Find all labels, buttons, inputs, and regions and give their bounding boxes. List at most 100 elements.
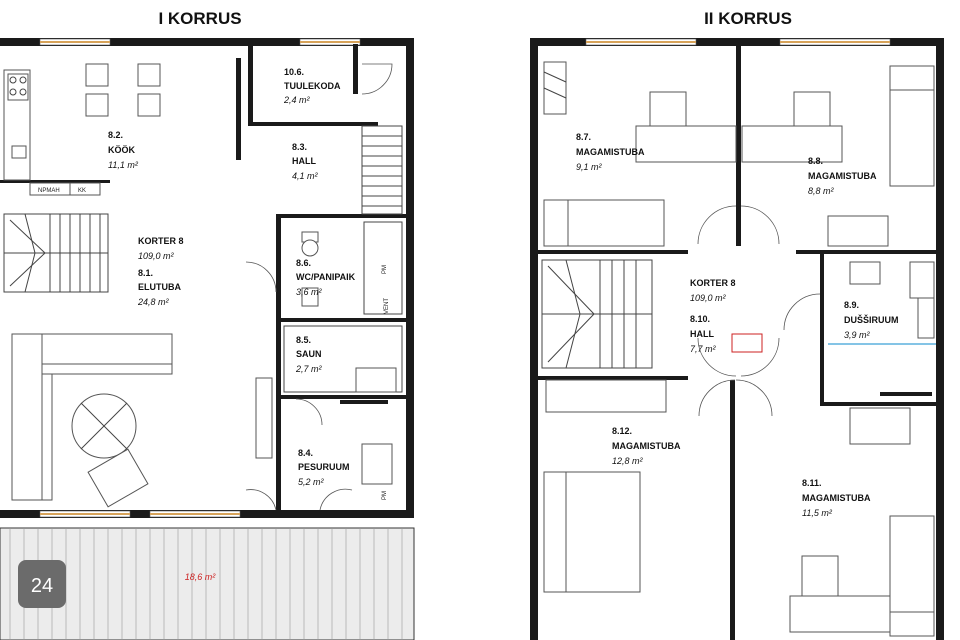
- svg-text:2,7 m²: 2,7 m²: [295, 364, 323, 374]
- svg-text:ELUTUBA: ELUTUBA: [138, 282, 181, 292]
- svg-text:12,8 m²: 12,8 m²: [612, 456, 644, 466]
- sink: [11, 145, 27, 159]
- svg-text:HALL: HALL: [690, 329, 714, 339]
- desk: [741, 125, 843, 163]
- wc-door: [245, 261, 277, 293]
- svg-text:SAUN: SAUN: [296, 349, 322, 359]
- svg-text:HALL: HALL: [292, 156, 316, 166]
- door: [697, 205, 737, 245]
- svg-text:11,1 m²: 11,1 m²: [108, 160, 139, 170]
- room-label-magamistuba-811: 8.11. MAGAMISTUBA 11,5 m²: [802, 478, 871, 518]
- label-pm: PM: [382, 265, 388, 274]
- floor1-interior-wall: [236, 58, 241, 160]
- washroom-door: [245, 489, 277, 511]
- floor1-stair-hall: [361, 125, 403, 215]
- label-npmah: NPMAH: [38, 188, 60, 194]
- washroom-sink: [361, 443, 393, 485]
- floor2-stair: [541, 259, 653, 369]
- floor2-plan: 8.7. MAGAMISTUBA 9,1 m² 8.8. MAGAMISTUBA…: [530, 38, 944, 640]
- svg-text:8.9.: 8.9.: [844, 300, 859, 310]
- room-label-wc: 8.6. WC/PANIPAIK 3,6 m²: [296, 258, 356, 297]
- wardrobe: [827, 215, 889, 247]
- svg-text:2,4 m²: 2,4 m²: [283, 95, 311, 105]
- floor1-wall-right: [406, 38, 414, 518]
- svg-text:4,1 m²: 4,1 m²: [292, 171, 319, 181]
- svg-text:8.1.: 8.1.: [138, 268, 153, 278]
- svg-text:PM: PM: [382, 491, 388, 500]
- room-label-pesuruum: 8.4. PESURUUM 5,2 m²: [298, 448, 350, 487]
- svg-text:8.4.: 8.4.: [298, 448, 313, 458]
- wardrobe: [545, 379, 667, 413]
- desk: [789, 595, 891, 633]
- svg-text:5,2 m²: 5,2 m²: [298, 477, 325, 487]
- floor2-interior-wall: [736, 46, 741, 246]
- svg-text:8.7.: 8.7.: [576, 132, 591, 142]
- room-label-magamistuba-87: 8.7. MAGAMISTUBA 9,1 m²: [576, 132, 645, 172]
- floor1-wall-top: [0, 38, 414, 46]
- floor1-title: I KORRUS: [158, 9, 241, 28]
- svg-text:KORTER 8: KORTER 8: [138, 236, 184, 246]
- chair: [85, 93, 109, 117]
- svg-text:109,0 m²: 109,0 m²: [690, 293, 727, 303]
- svg-text:8.5.: 8.5.: [296, 335, 311, 345]
- room-label-kook: 8.2. KÖÖK 11,1 m²: [108, 130, 139, 170]
- label-kk: KK: [78, 188, 86, 194]
- desk-chair: [801, 555, 839, 597]
- terrace-area: 18,6 m²: [185, 572, 217, 582]
- svg-text:109,0 m²: 109,0 m²: [138, 251, 175, 261]
- floor2-wall-top: [530, 38, 944, 46]
- chair: [137, 63, 161, 87]
- sofa: [11, 333, 173, 501]
- svg-text:8.10.: 8.10.: [690, 314, 710, 324]
- svg-text:MAGAMISTUBA: MAGAMISTUBA: [802, 493, 871, 503]
- toilet: [909, 261, 935, 299]
- room-label-elutuba: 8.1. ELUTUBA 24,8 m²: [137, 268, 181, 307]
- svg-text:3,6 m²: 3,6 m²: [296, 287, 323, 297]
- floor1-plan: NPMAH KK: [0, 38, 415, 640]
- svg-text:8.2.: 8.2.: [108, 130, 123, 140]
- site-logo: [18, 560, 66, 608]
- floor2-title: II KORRUS: [704, 9, 792, 28]
- room-label-tuulekoda: 10.6. TUULEKODA 2,4 m²: [283, 67, 341, 105]
- svg-text:8.12.: 8.12.: [612, 426, 632, 436]
- room-label-hall-1: 8.3. HALL 4,1 m²: [292, 142, 319, 181]
- stove: [7, 73, 29, 101]
- site-logo-text: 24: [31, 575, 53, 597]
- svg-text:10.6.: 10.6.: [284, 67, 304, 77]
- entrance-door: [361, 63, 393, 95]
- room-label-dussiruum: 8.9. DUŠŠIRUUM 3,9 m²: [844, 300, 899, 340]
- label-vent: VENT: [384, 298, 390, 314]
- room-label-saun: 8.5. SAUN 2,7 m²: [295, 335, 323, 374]
- wc-sink: [301, 287, 319, 307]
- svg-text:8.3.: 8.3.: [292, 142, 307, 152]
- svg-text:WC/PANIPAIK: WC/PANIPAIK: [296, 272, 356, 282]
- svg-text:7,7 m²: 7,7 m²: [690, 344, 717, 354]
- wardrobe: [543, 61, 567, 115]
- svg-text:11,5 m²: 11,5 m²: [802, 508, 833, 518]
- room-label-magamistuba-88: 8.8. MAGAMISTUBA 8,8 m²: [808, 156, 877, 196]
- floor2-wall-left: [530, 38, 538, 640]
- desk-chair: [649, 91, 687, 133]
- svg-text:8.8.: 8.8.: [808, 156, 823, 166]
- svg-text:MAGAMISTUBA: MAGAMISTUBA: [612, 441, 681, 451]
- svg-text:8.6.: 8.6.: [296, 258, 311, 268]
- floor2-wall-right: [936, 38, 944, 640]
- sauna-door: [295, 398, 323, 426]
- room-label-hall-2: 8.10. HALL 7,7 m²: [690, 314, 717, 354]
- wall-cabinet: [255, 377, 273, 459]
- hall-marker: [731, 333, 763, 353]
- room-label-korter-2: KORTER 8 109,0 m²: [690, 278, 736, 303]
- wardrobe: [849, 407, 911, 445]
- room-label-korter-1: KORTER 8 109,0 m²: [138, 236, 184, 261]
- chair: [85, 63, 109, 87]
- desk-chair: [793, 91, 831, 133]
- desk: [635, 125, 737, 163]
- svg-text:MAGAMISTUBA: MAGAMISTUBA: [576, 147, 645, 157]
- svg-text:DUŠŠIRUUM: DUŠŠIRUUM: [844, 314, 899, 325]
- svg-text:9,1 m²: 9,1 m²: [576, 162, 603, 172]
- armchair: [87, 448, 149, 508]
- room-label-magamistuba-812: 8.12. MAGAMISTUBA 12,8 m²: [612, 426, 681, 466]
- chair: [137, 93, 161, 117]
- svg-text:24,8 m²: 24,8 m²: [137, 297, 170, 307]
